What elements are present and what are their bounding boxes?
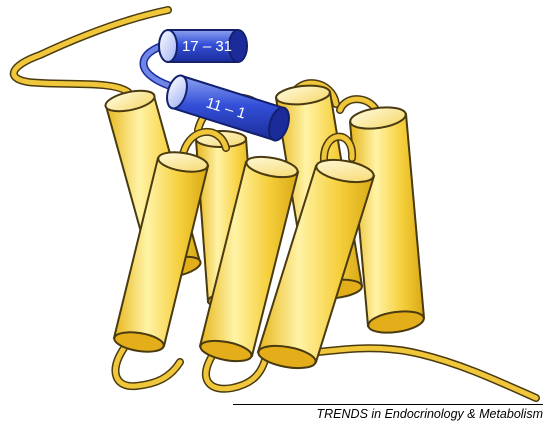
figure-credit: TRENDS in Endocrinology & Metabolism <box>233 404 543 421</box>
peptide-helix-upper: 17 – 31 <box>159 30 247 62</box>
intracellular-loop-1 <box>115 348 180 386</box>
c-terminal-tail <box>296 348 536 398</box>
helix-label-upper: 17 – 31 <box>182 38 232 55</box>
